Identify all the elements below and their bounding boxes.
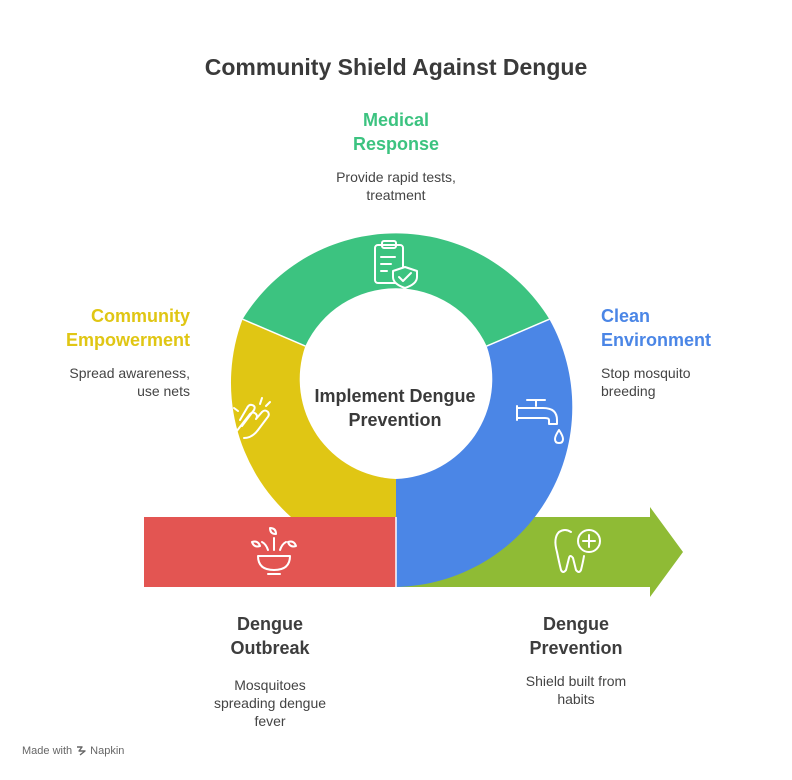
prevention-title: Dengue Prevention [529, 614, 623, 658]
page-title: Community Shield Against Dengue [204, 54, 588, 80]
splashing-bowl-icon [251, 527, 297, 575]
clean-description: Stop mosquito breeding [601, 365, 691, 399]
outbreak-description: Mosquitoes spreading dengue fever [213, 677, 327, 729]
clean-title: Clean Environment [601, 306, 712, 350]
community-segment [230, 319, 396, 517]
faucet-drip-icon [516, 399, 564, 444]
center-label: Implement Dengue Prevention [314, 386, 476, 430]
napkin-logo-icon [77, 746, 86, 756]
clean-segment [396, 319, 573, 587]
medical-title: Medical Response [352, 110, 440, 154]
clipboard-shield-icon [374, 240, 418, 289]
footer-brand: Napkin [90, 745, 125, 757]
community-description: Spread awareness, use nets [69, 365, 190, 399]
tooth-plus-icon [554, 529, 601, 573]
clapping-hands-icon [233, 397, 271, 439]
medical-segment [242, 233, 550, 347]
outbreak-title: Dengue Outbreak [230, 614, 310, 658]
footer-prefix: Made with [22, 745, 73, 757]
community-title: Community Empowerment [65, 306, 190, 350]
footer-credit: Made with Napkin [22, 745, 124, 757]
medical-description: Provide rapid tests, treatment [336, 169, 456, 203]
prevention-description: Shield built from habits [525, 673, 627, 707]
